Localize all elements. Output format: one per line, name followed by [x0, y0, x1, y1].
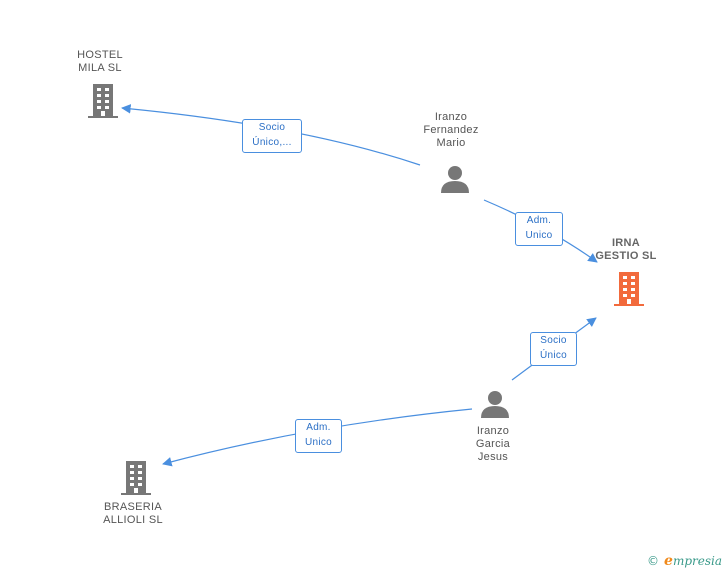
building-icon[interactable] — [120, 460, 152, 496]
node-label-irna: IRNA GESTIO SL — [595, 237, 657, 262]
edge-label-garcia-irna[interactable]: Socio Único — [530, 332, 577, 366]
node-label-garcia: Iranzo Garcia Jesus — [475, 425, 511, 463]
edge-label-line2: Único,... — [252, 137, 292, 148]
node-label-hostel: HOSTEL MILA SL — [77, 49, 123, 74]
building-icon[interactable] — [613, 271, 645, 307]
node-label-braseria: BRASERIA ALLIOLI SL — [103, 501, 163, 526]
edge-label-line1: Adm. — [526, 215, 552, 226]
node-label-fernandez: Iranzo Fernandez Mario — [423, 111, 479, 149]
copyright-icon: © — [647, 554, 660, 568]
edge-label-line2: Unico — [304, 437, 333, 448]
building-icon[interactable] — [87, 83, 119, 119]
empresia-watermark[interactable]: © empresia — [647, 553, 722, 569]
edge-label-line2: Unico — [525, 230, 553, 241]
brand-name: mpresia — [672, 554, 722, 568]
edge-label-line2: Único — [539, 350, 568, 361]
edge-label-line1: Adm. — [306, 422, 331, 433]
edge-label-fernandez-irna[interactable]: Adm. Unico — [515, 212, 563, 246]
edge-label-garcia-braseria[interactable]: Adm. Unico — [295, 419, 342, 453]
person-icon[interactable] — [480, 390, 510, 418]
person-icon[interactable] — [440, 165, 470, 193]
edge-label-fernandez-hostel[interactable]: Socio Único,... — [242, 119, 302, 153]
brand-initial: e — [664, 553, 673, 569]
edge-label-line1: Socio — [540, 335, 567, 346]
edge-label-line1: Socio — [258, 122, 286, 133]
